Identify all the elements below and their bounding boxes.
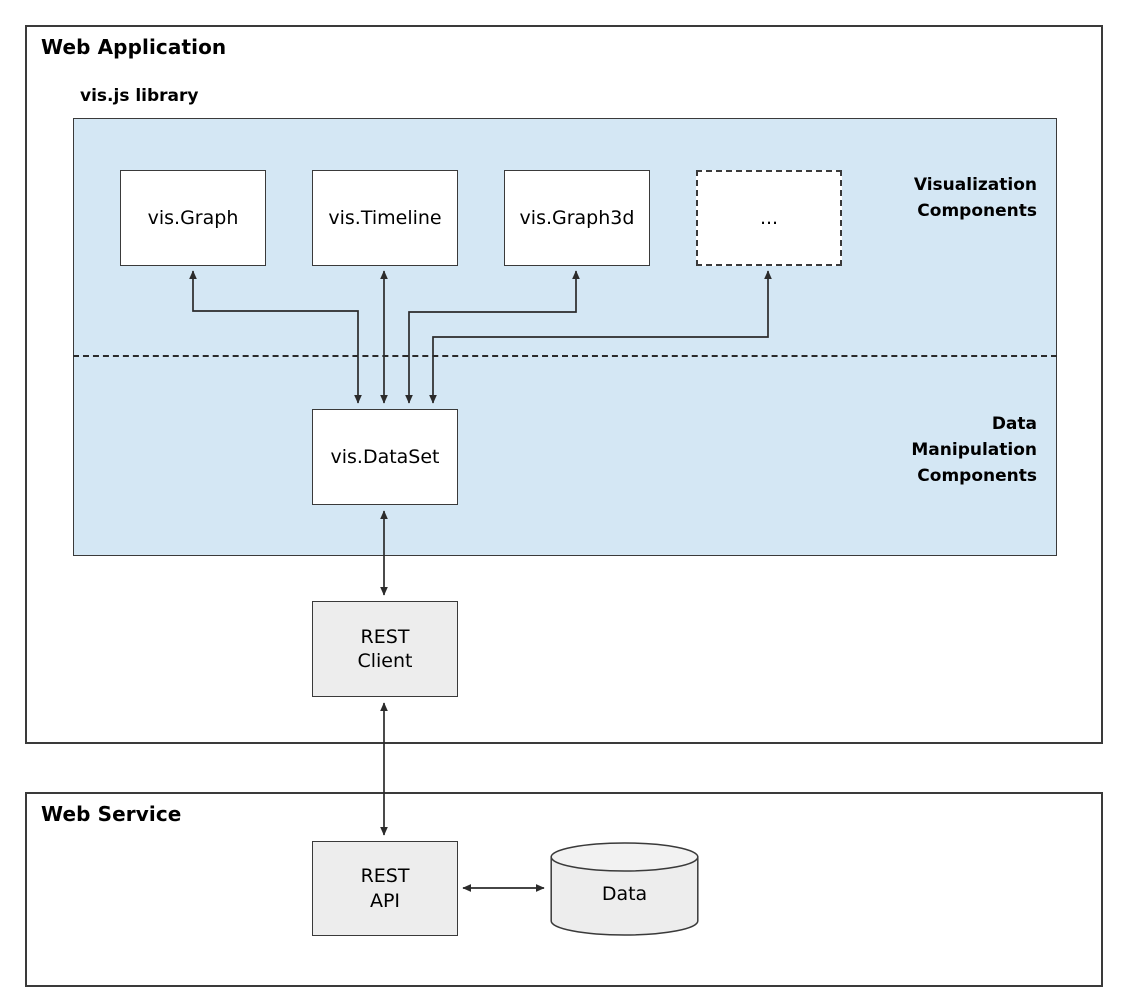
node-vis-graph3d[interactable]: vis.Graph3d <box>504 170 650 266</box>
node-database[interactable]: Data <box>550 842 699 936</box>
node-vis-timeline[interactable]: vis.Timeline <box>312 170 458 266</box>
node-vis-graph[interactable]: vis.Graph <box>120 170 266 266</box>
library-label: vis.js library <box>80 86 199 106</box>
panel-web-service-title: Web Service <box>41 802 182 826</box>
node-vis-dataset[interactable]: vis.DataSet <box>312 409 458 505</box>
visualization-components-label: Visualization Components <box>913 175 1037 221</box>
node-database-label: Data <box>601 883 648 905</box>
data-manipulation-components-label: Data Manipulation Components <box>911 414 1037 486</box>
node-ellipsis[interactable]: ... <box>696 170 842 266</box>
panel-web-application-title: Web Application <box>41 35 227 59</box>
database-cylinder-icon <box>550 842 699 936</box>
node-rest-api[interactable]: REST API <box>312 841 458 936</box>
node-rest-client[interactable]: REST Client <box>312 601 458 697</box>
layer-divider <box>73 355 1057 357</box>
